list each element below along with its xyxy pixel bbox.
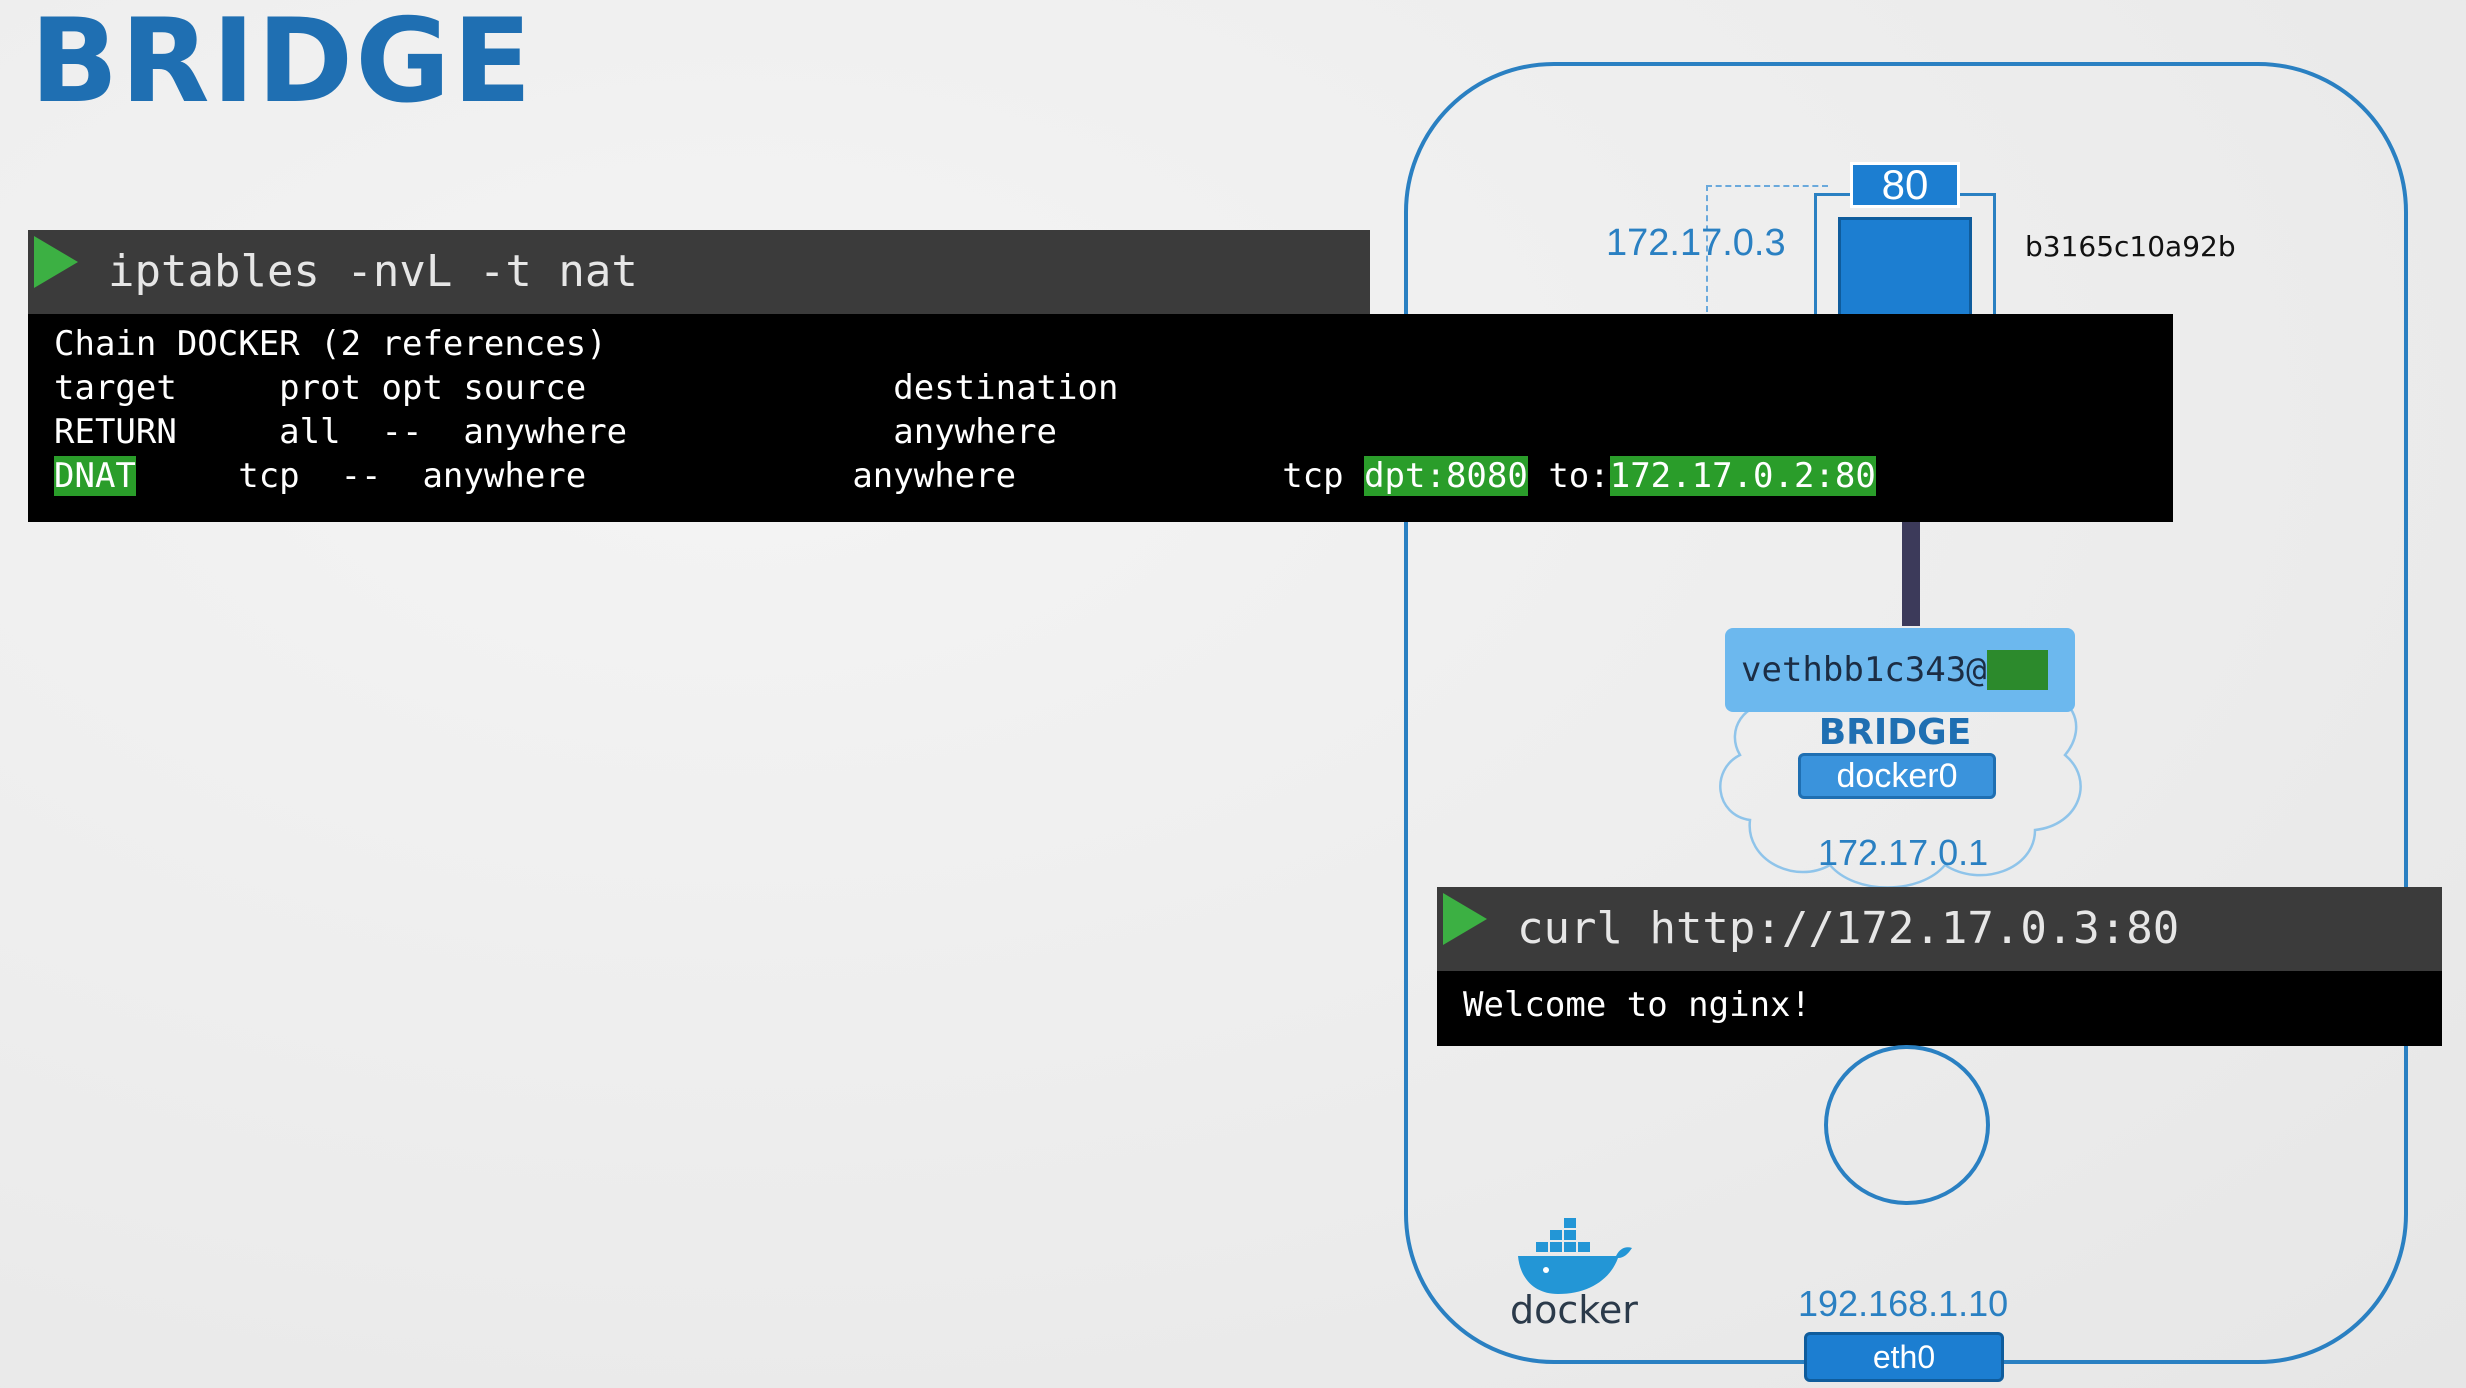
terminal-curl-output: Welcome to nginx! bbox=[1437, 971, 2442, 1046]
container-id: b3165c10a92b bbox=[2025, 230, 2236, 263]
output-line: target prot opt source destination bbox=[54, 368, 1119, 408]
terminal-command: iptables -nvL -t nat bbox=[108, 246, 638, 297]
container-dashed-link bbox=[1706, 185, 1828, 312]
host-network-namespace bbox=[1824, 1045, 1990, 1205]
eth0-label: eth0 bbox=[1804, 1332, 2004, 1382]
container-ip: 172.17.0.3 bbox=[1606, 222, 1786, 264]
veth-label: vethbb1c343@ bbox=[1741, 650, 1987, 690]
host-ip: 192.168.1.10 bbox=[1798, 1283, 2009, 1324]
terminal-iptables-bar: iptables -nvL -t nat bbox=[28, 230, 1370, 314]
dnat-target: DNAT bbox=[54, 456, 136, 496]
container-port: 80 bbox=[1850, 161, 1960, 208]
veth-interface: vethbb1c343@if7 bbox=[1725, 628, 2075, 712]
veth-link bbox=[1902, 518, 1920, 626]
dnat-sep: to: bbox=[1527, 456, 1610, 496]
container-box bbox=[1838, 217, 1972, 322]
dnat-to: 172.17.0.2:80 bbox=[1609, 456, 1876, 496]
output-line: Chain DOCKER (2 references) bbox=[54, 324, 607, 364]
terminal-command: curl http://172.17.0.3:80 bbox=[1517, 903, 2180, 954]
dnat-dpt: dpt:8080 bbox=[1364, 456, 1528, 496]
dnat-row: DNAT tcp -- anywhere anywhere tcp dpt:80… bbox=[54, 456, 1876, 496]
output-line: Welcome to nginx! bbox=[1463, 985, 1811, 1025]
dnat-middle: tcp -- anywhere anywhere tcp bbox=[135, 456, 1365, 496]
bridge-ip: 172.17.0.1 bbox=[1818, 832, 1989, 873]
slide-title: BRIDGE bbox=[30, 0, 534, 129]
docker-whale-icon bbox=[1518, 1218, 1632, 1294]
bridge-title: BRIDGE bbox=[1818, 712, 1972, 753]
veth-suffix: if7 bbox=[1986, 650, 2049, 690]
terminal-curl-bar: curl http://172.17.0.3:80 bbox=[1437, 887, 2442, 971]
output-line: RETURN all -- anywhere anywhere bbox=[54, 412, 1058, 452]
terminal-iptables-output: Chain DOCKER (2 references) target prot … bbox=[28, 314, 2173, 522]
docker0-label: docker0 bbox=[1798, 753, 1996, 799]
docker-logo-text: docker bbox=[1510, 1288, 1638, 1332]
play-icon bbox=[1443, 893, 1487, 945]
play-icon bbox=[34, 236, 78, 288]
